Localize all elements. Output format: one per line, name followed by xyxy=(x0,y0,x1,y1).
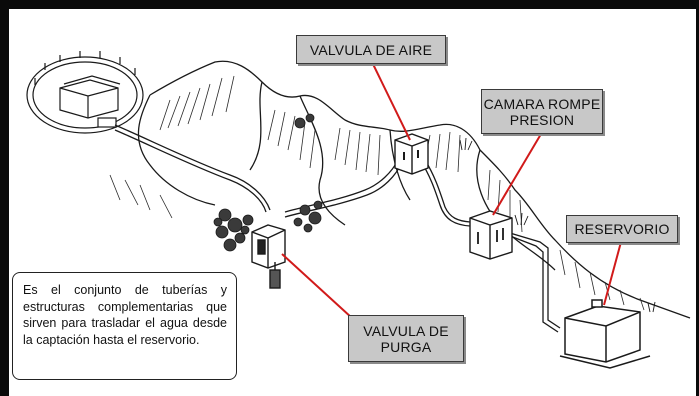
pressure-break-callout: CAMARA ROMPE PRESION xyxy=(481,89,603,134)
reservoir-tank xyxy=(559,299,651,369)
purge-valve-box xyxy=(251,224,286,289)
pressure-break-label-line1: CAMARA ROMPE xyxy=(483,95,601,112)
pressure-break-leader xyxy=(492,133,542,216)
rocks xyxy=(213,113,323,252)
description-box: Es el conjunto de tuberías y estructuras… xyxy=(12,272,237,380)
leader-lines xyxy=(281,61,622,319)
purge-valve-label-line2: PURGA xyxy=(380,338,432,355)
catchment-structure xyxy=(26,51,144,134)
purge-valve-callout: VALVULA DE PURGA xyxy=(348,315,464,362)
air-valve-callout: VALVULA DE AIRE xyxy=(296,35,446,64)
reservoir-label: RESERVORIO xyxy=(574,221,670,237)
air-valve-box xyxy=(394,133,429,175)
air-valve-leader xyxy=(371,61,411,141)
pressure-break-chamber xyxy=(469,210,513,260)
purge-valve-leader xyxy=(281,253,353,319)
reservoir-callout: RESERVORIO xyxy=(566,215,678,243)
grass-tufts xyxy=(459,137,656,313)
description-text: Es el conjunto de tuberías y estructuras… xyxy=(23,283,227,347)
pressure-break-label-line2: PRESION xyxy=(509,111,575,128)
air-valve-label: VALVULA DE AIRE xyxy=(309,41,433,58)
purge-valve-label-line1: VALVULA DE xyxy=(363,322,449,339)
reservoir-leader xyxy=(603,241,622,306)
